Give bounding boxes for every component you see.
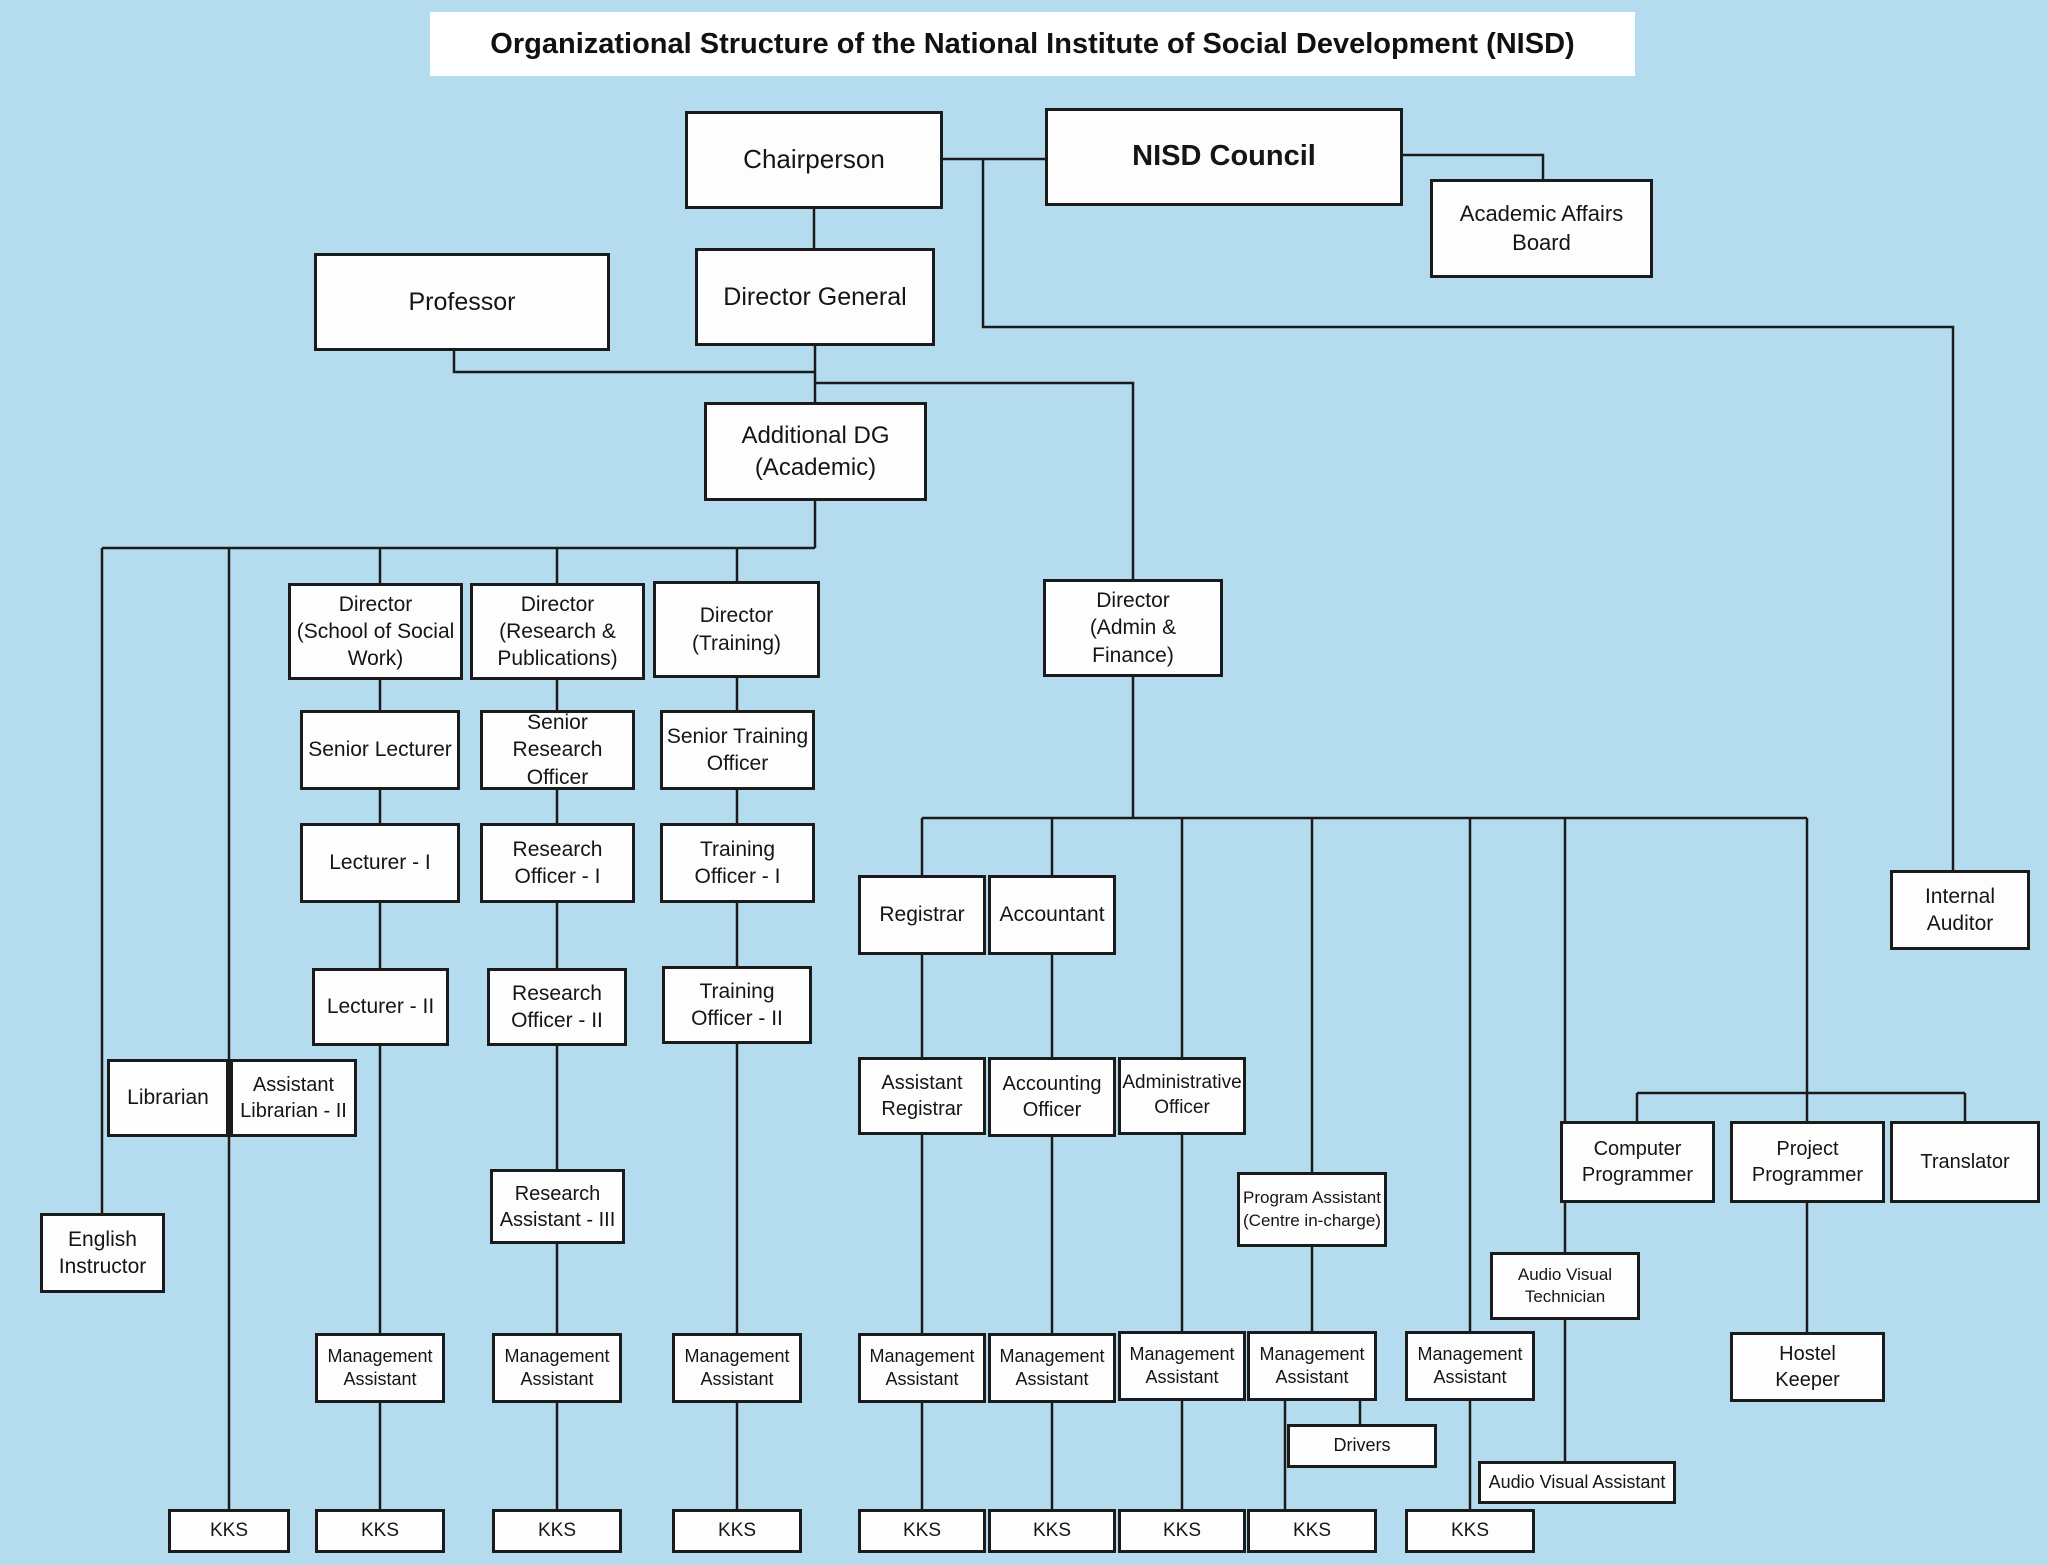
- connector-line-2: [981, 159, 1955, 870]
- node-professor: Professor: [314, 253, 610, 351]
- node-lecturer-i: Lecturer - I: [300, 823, 460, 903]
- node-administrative-officer: Administrative Officer: [1118, 1057, 1246, 1135]
- node-kks-7: KKS: [1118, 1509, 1246, 1553]
- node-director-admin-finance: Director (Admin & Finance): [1043, 579, 1223, 677]
- node-training-officer-ii: Training Officer - II: [662, 966, 812, 1044]
- node-chairperson: Chairperson: [685, 111, 943, 209]
- node-english-instructor: English Instructor: [40, 1213, 165, 1293]
- node-kks-2: KKS: [315, 1509, 445, 1553]
- node-assistant-registrar: Assistant Registrar: [858, 1057, 986, 1135]
- node-accounting-officer: Accounting Officer: [988, 1057, 1116, 1137]
- node-nisd-council: NISD Council: [1045, 108, 1403, 206]
- node-drivers: Drivers: [1287, 1424, 1437, 1468]
- node-management-assistant-3: Management Assistant: [672, 1333, 802, 1403]
- node-librarian: Librarian: [107, 1059, 229, 1137]
- node-director-research-publications: Director (Research & Publications): [470, 583, 645, 680]
- node-senior-lecturer: Senior Lecturer: [300, 710, 460, 790]
- node-assistant-librarian-ii: Assistant Librarian - II: [230, 1059, 357, 1137]
- node-director-school-of-social-work: Director (School of Social Work): [288, 583, 463, 680]
- node-computer-programmer: Computer Programmer: [1560, 1121, 1715, 1203]
- node-accountant: Accountant: [988, 875, 1116, 955]
- node-academic-affairs-board: Academic Affairs Board: [1430, 179, 1653, 278]
- node-additional-dg-academic: Additional DG (Academic): [704, 402, 927, 501]
- connector-line-6: [815, 381, 1135, 579]
- node-management-assistant-5: Management Assistant: [988, 1333, 1116, 1403]
- node-kks-8: KKS: [1247, 1509, 1377, 1553]
- node-translator: Translator: [1890, 1121, 2040, 1203]
- node-project-programmer: Project Programmer: [1730, 1121, 1885, 1203]
- node-hostel-keeper: Hostel Keeper: [1730, 1332, 1885, 1402]
- node-kks-3: KKS: [492, 1509, 622, 1553]
- node-director-training: Director (Training): [653, 581, 820, 678]
- node-research-assistant-iii: Research Assistant - III: [490, 1169, 625, 1244]
- node-management-assistant-4: Management Assistant: [858, 1333, 986, 1403]
- node-program-assistant-centre-in-charge: Program Assistant (Centre in-charge): [1237, 1172, 1387, 1247]
- node-audio-visual-technician: Audio Visual Technician: [1490, 1252, 1640, 1320]
- node-audio-visual-assistant: Audio Visual Assistant: [1478, 1461, 1676, 1504]
- node-training-officer-i: Training Officer - I: [660, 823, 815, 903]
- node-research-officer-i: Research Officer - I: [480, 823, 635, 903]
- node-management-assistant-2: Management Assistant: [492, 1333, 622, 1403]
- node-research-officer-ii: Research Officer - II: [487, 968, 627, 1046]
- node-management-assistant-8: Management Assistant: [1405, 1331, 1535, 1401]
- node-kks-1: KKS: [168, 1509, 290, 1553]
- title-banner: Organizational Structure of the National…: [430, 12, 1635, 76]
- node-senior-training-officer: Senior Training Officer: [660, 710, 815, 790]
- node-kks-9: KKS: [1405, 1509, 1535, 1553]
- node-internal-auditor: Internal Auditor: [1890, 870, 2030, 950]
- node-senior-research-officer: Senior Research Officer: [480, 710, 635, 790]
- page-title: Organizational Structure of the National…: [490, 27, 1575, 60]
- node-lecturer-ii: Lecturer - II: [312, 968, 449, 1046]
- connector-line-3: [1403, 153, 1545, 179]
- node-management-assistant-6: Management Assistant: [1118, 1331, 1246, 1401]
- node-management-assistant-1: Management Assistant: [315, 1333, 445, 1403]
- node-kks-5: KKS: [858, 1509, 986, 1553]
- node-kks-6: KKS: [988, 1509, 1116, 1553]
- node-kks-4: KKS: [672, 1509, 802, 1553]
- node-registrar: Registrar: [858, 875, 986, 955]
- node-director-general: Director General: [695, 248, 935, 346]
- connector-line-5: [452, 351, 815, 374]
- node-management-assistant-7: Management Assistant: [1247, 1331, 1377, 1401]
